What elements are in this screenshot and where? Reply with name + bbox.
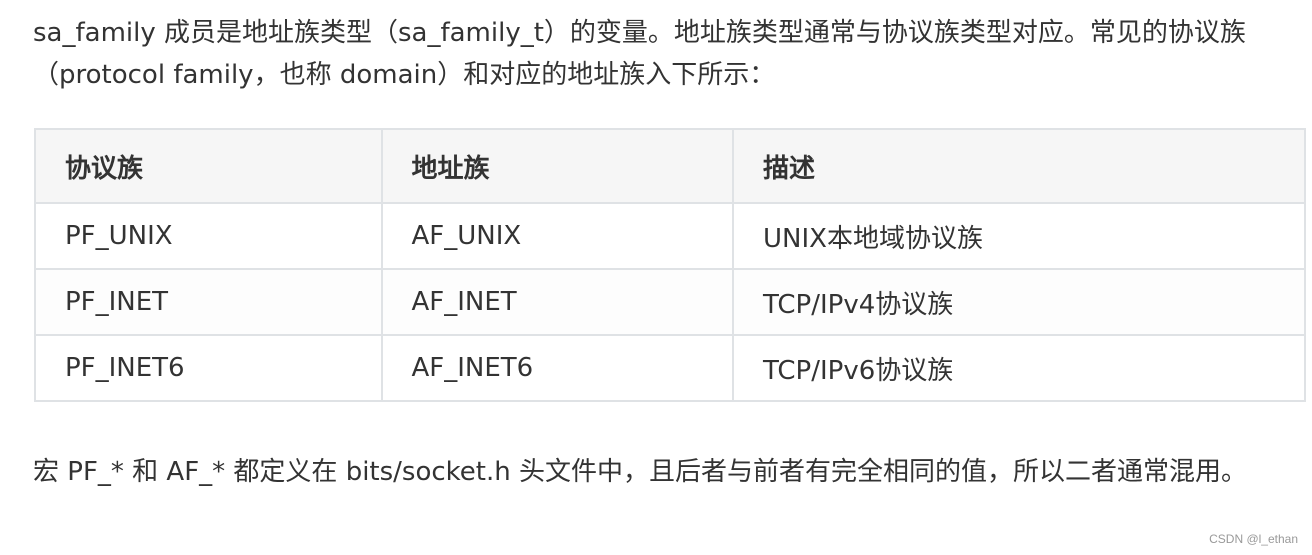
cell-description: TCP/IPv4协议族 <box>732 268 1306 336</box>
protocol-family-table: 协议族 地址族 描述 PF_UNIX AF_UNIX UNIX本地域协议族 PF… <box>34 128 1306 402</box>
table-row: PF_INET AF_INET TCP/IPv4协议族 <box>34 268 1306 336</box>
cell-protocol-family: PF_UNIX <box>34 202 383 270</box>
cell-description: UNIX本地域协议族 <box>732 202 1306 270</box>
cell-address-family: AF_INET <box>380 268 735 336</box>
table-row: PF_INET6 AF_INET6 TCP/IPv6协议族 <box>34 334 1306 402</box>
cell-description: TCP/IPv6协议族 <box>732 334 1306 402</box>
intro-paragraph: sa_family 成员是地址族类型（sa_family_t）的变量。地址族类型… <box>33 18 1246 90</box>
outro-paragraph: 宏 PF_* 和 AF_* 都定义在 bits/socket.h 头文件中，且后… <box>33 457 1248 487</box>
header-address-family: 地址族 <box>380 128 735 204</box>
cell-address-family: AF_UNIX <box>380 202 735 270</box>
cell-protocol-family: PF_INET6 <box>34 334 383 402</box>
header-description: 描述 <box>732 128 1306 204</box>
cell-protocol-family: PF_INET <box>34 268 383 336</box>
cell-address-family: AF_INET6 <box>380 334 735 402</box>
csdn-watermark: CSDN @l_ethan <box>1209 532 1298 546</box>
table-row: PF_UNIX AF_UNIX UNIX本地域协议族 <box>34 202 1306 270</box>
header-protocol-family: 协议族 <box>34 128 383 204</box>
table-header-row: 协议族 地址族 描述 <box>34 128 1306 204</box>
